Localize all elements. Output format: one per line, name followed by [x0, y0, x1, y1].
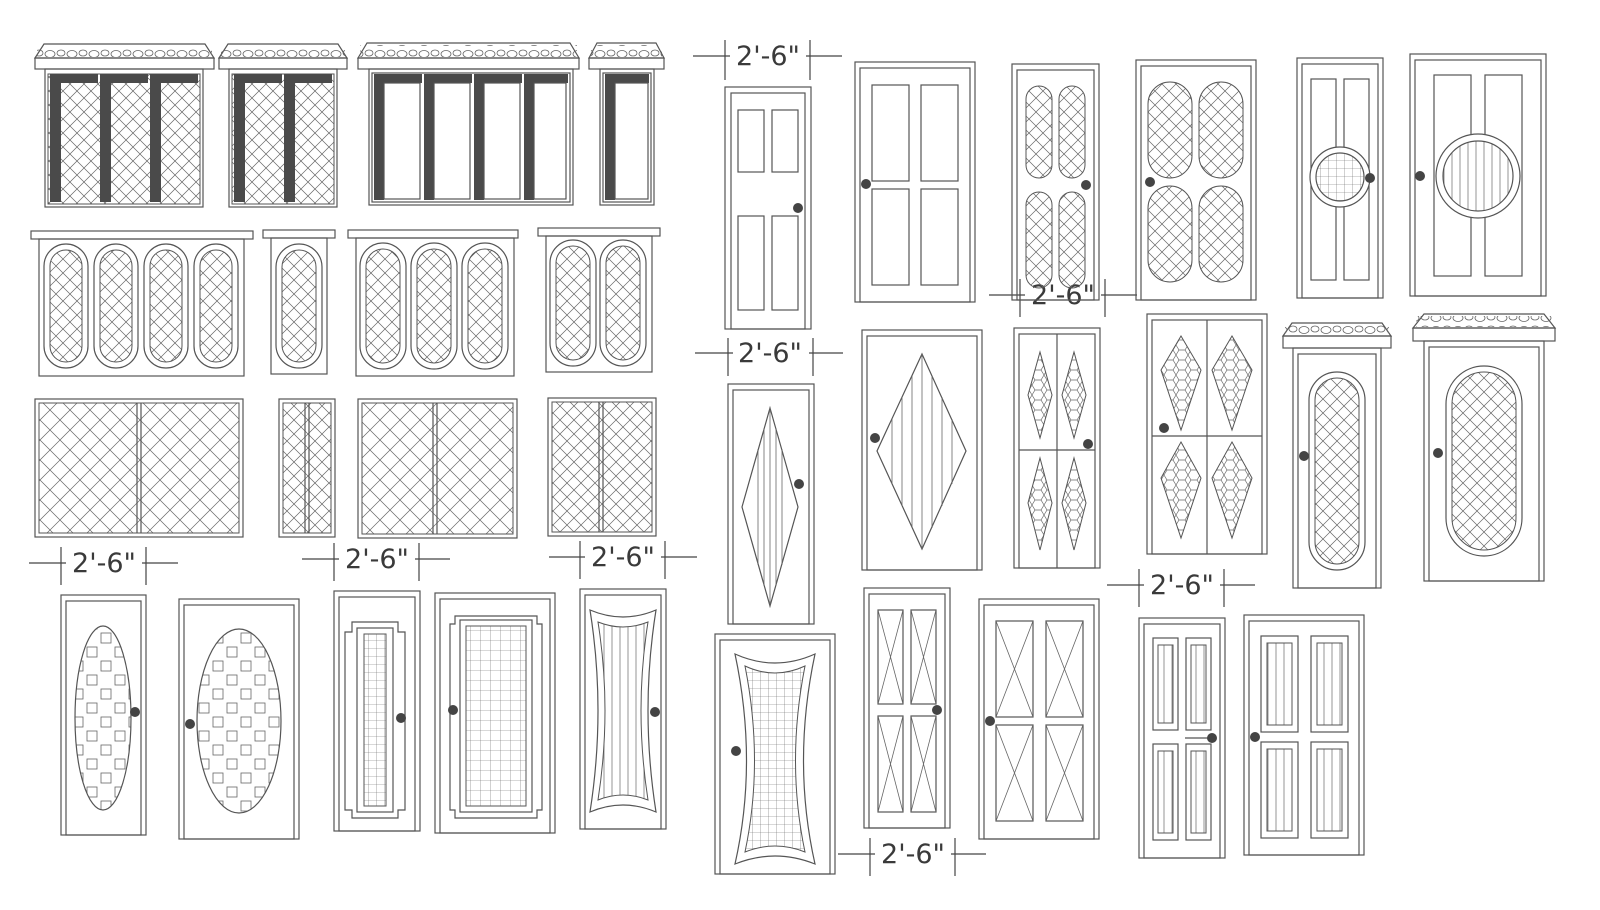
dimension-label: 2'-6"	[591, 542, 655, 573]
door-elevation-icon	[1135, 59, 1257, 301]
door-elevation-icon	[333, 590, 421, 832]
dimension-window-mid: 2'-6"	[302, 543, 450, 581]
dimension-window-right: 2'-6"	[549, 541, 697, 579]
dimension-mid-door: 2'-6"	[695, 338, 843, 376]
door-elevation-icon	[1011, 63, 1100, 301]
window-elevation-icon	[356, 42, 581, 206]
door-knob-icon	[1159, 423, 1169, 433]
door-knob-icon	[448, 705, 458, 715]
door-knob-icon	[1083, 439, 1093, 449]
window-elevation-icon	[262, 229, 336, 375]
door-knob-icon	[1081, 180, 1091, 190]
window-elevation-icon	[34, 398, 244, 538]
door-knob-icon	[870, 433, 880, 443]
dimension-top-door: 2'-6"	[693, 40, 842, 80]
door-elevation-icon	[1296, 57, 1384, 299]
door-elevation-icon	[727, 383, 815, 625]
door-elevation-icon	[978, 598, 1100, 840]
door-knob-icon	[793, 203, 803, 213]
door-knob-icon	[130, 707, 140, 717]
dimension-label: 2'-6"	[72, 548, 136, 579]
window-elevation-icon	[217, 43, 349, 208]
window-elevation-icon	[537, 227, 661, 373]
door-knob-icon	[932, 705, 942, 715]
dimension-bottom: 2'-6"	[838, 838, 986, 876]
door-knob-icon	[1250, 732, 1260, 742]
door-elevation-icon	[1243, 614, 1365, 856]
dimension-right-lower: 2'-6"	[1107, 569, 1255, 607]
dimension-label: 2'-6"	[881, 839, 945, 870]
door-knob-icon	[794, 479, 804, 489]
door-elevation-icon	[1138, 617, 1226, 859]
window-elevation-icon	[547, 397, 657, 537]
dimension-label: 2'-6"	[736, 41, 800, 72]
window-elevation-icon	[33, 43, 216, 208]
door-knob-icon	[396, 713, 406, 723]
window-elevation-icon	[588, 42, 665, 206]
door-elevation-icon	[1411, 313, 1557, 582]
door-knob-icon	[185, 719, 195, 729]
door-knob-icon	[861, 179, 871, 189]
door-elevation-icon	[434, 592, 556, 834]
door-elevation-icon	[1409, 53, 1547, 297]
dimension-label: 2'-6"	[345, 544, 409, 575]
door-knob-icon	[1365, 173, 1375, 183]
dimension-label: 2'-6"	[1150, 570, 1214, 601]
window-elevation-icon	[347, 229, 519, 377]
door-elevation-icon	[60, 594, 147, 836]
window-elevation-icon	[30, 230, 254, 377]
window-elevation-icon	[278, 398, 336, 538]
door-elevation-icon	[724, 86, 812, 330]
door-knob-icon	[1207, 733, 1217, 743]
door-knob-icon	[1415, 171, 1425, 181]
door-knob-icon	[985, 716, 995, 726]
door-elevation-icon	[714, 633, 836, 875]
door-elevation-icon	[1146, 313, 1268, 555]
door-elevation-icon	[1013, 327, 1101, 569]
door-elevation-icon	[579, 588, 667, 830]
door-knob-icon	[1145, 177, 1155, 187]
door-elevation-icon	[854, 61, 976, 303]
door-elevation-icon	[1281, 322, 1393, 589]
door-knob-icon	[650, 707, 660, 717]
door-elevation-icon	[178, 598, 300, 840]
door-elevation-icon	[861, 329, 983, 571]
door-knob-icon	[1433, 448, 1443, 458]
dimension-window-left: 2'-6"	[29, 547, 178, 585]
dimension-label: 2'-6"	[738, 338, 802, 369]
door-knob-icon	[1299, 451, 1309, 461]
door-knob-icon	[731, 746, 741, 756]
window-elevation-icon	[357, 398, 518, 539]
door-elevation-icon	[863, 587, 951, 829]
